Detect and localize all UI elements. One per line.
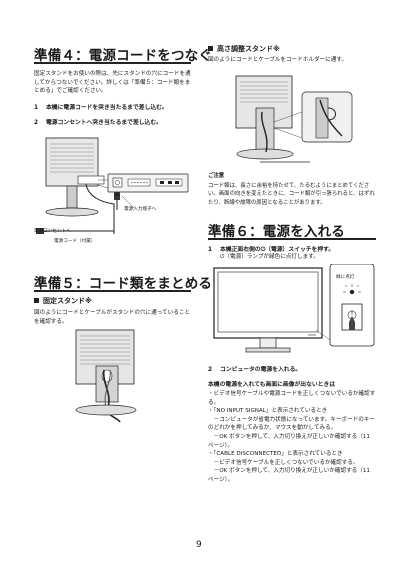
section6-rule — [208, 238, 376, 240]
section4-title: 準備４：電源コードをつなぐ — [34, 48, 213, 64]
outlet-label: 電源コンセントへ — [34, 229, 71, 234]
troubleshoot-title: 本機の電源を入れても画面に画像が出ないときは — [208, 382, 336, 388]
troubleshoot-list: ・ビデオ信号ケーブルや電源コードを正しくつないでいるか確認する。 ・「NO IN… — [208, 390, 376, 485]
troubleshoot-line: －コンピュータが省電力状態になっています。キーボードのキーのどれかを押してみるか… — [208, 416, 375, 432]
section5-text: 図のようにコードとケーブルがスタンドの穴に通っていることを確認する。 — [34, 310, 191, 325]
monitor-front-figure — [212, 264, 378, 354]
fixed-stand-figure — [68, 326, 148, 426]
ac-input-label: 電源入力端子へ — [124, 207, 157, 212]
section4-rule — [34, 62, 191, 64]
troubleshoot-line: ・「NO INPUT SIGNAL」と表示されているとき — [208, 408, 328, 415]
cord-holder-figure — [230, 72, 356, 168]
caution-title: ご注意 — [208, 173, 225, 179]
section5-title: 準備５：コード類をまとめる — [34, 276, 213, 292]
section6-title: 準備６：電源を入れる — [208, 224, 345, 240]
troubleshoot-line: ・「CABLE DISCONNECTED」と表示されているとき — [208, 451, 343, 458]
fixed-stand-subheading: 固定スタンド※ — [34, 296, 92, 306]
caution-text: コード類は、長さに余裕を持たせて、たるむようにまとめてください。画面の向きを変え… — [208, 183, 375, 206]
power-cord-figure — [34, 132, 192, 250]
section6-step1-note: ⏻（電源）ランプが緑色に点灯します。 — [220, 254, 319, 260]
power-cord-label: 電源コード（付属） — [54, 239, 96, 244]
adjustable-stand-subheading: 高さ調整スタンド※ — [208, 44, 280, 54]
troubleshoot-line: －OK ボタンを押して、入力切り換えが正しいか確認する（11 ページ）。 — [208, 433, 370, 449]
section4-intro: 固定スタンドをお使いの際は、先にスタンドの穴にコードを通してからつないでください… — [34, 71, 191, 95]
troubleshoot-line: ・ビデオ信号ケーブルや電源コードを正しくつないでいるか確認する。 — [208, 391, 376, 406]
section5-rule — [34, 290, 191, 292]
green-lamp-label: 緑に点灯 — [336, 275, 355, 280]
page-number: 9 — [196, 540, 202, 550]
troubleshoot-line: －ビデオ信号ケーブルを正しくつないでいるか確認する。 — [208, 459, 359, 466]
troubleshoot-line: －OK ボタンを押して、入力切り換えが正しいか確認する（11 ページ）。 — [208, 468, 370, 483]
adjustable-stand-text: 図のようにコードとケーブルをコードホルダーに通す。 — [208, 57, 347, 63]
